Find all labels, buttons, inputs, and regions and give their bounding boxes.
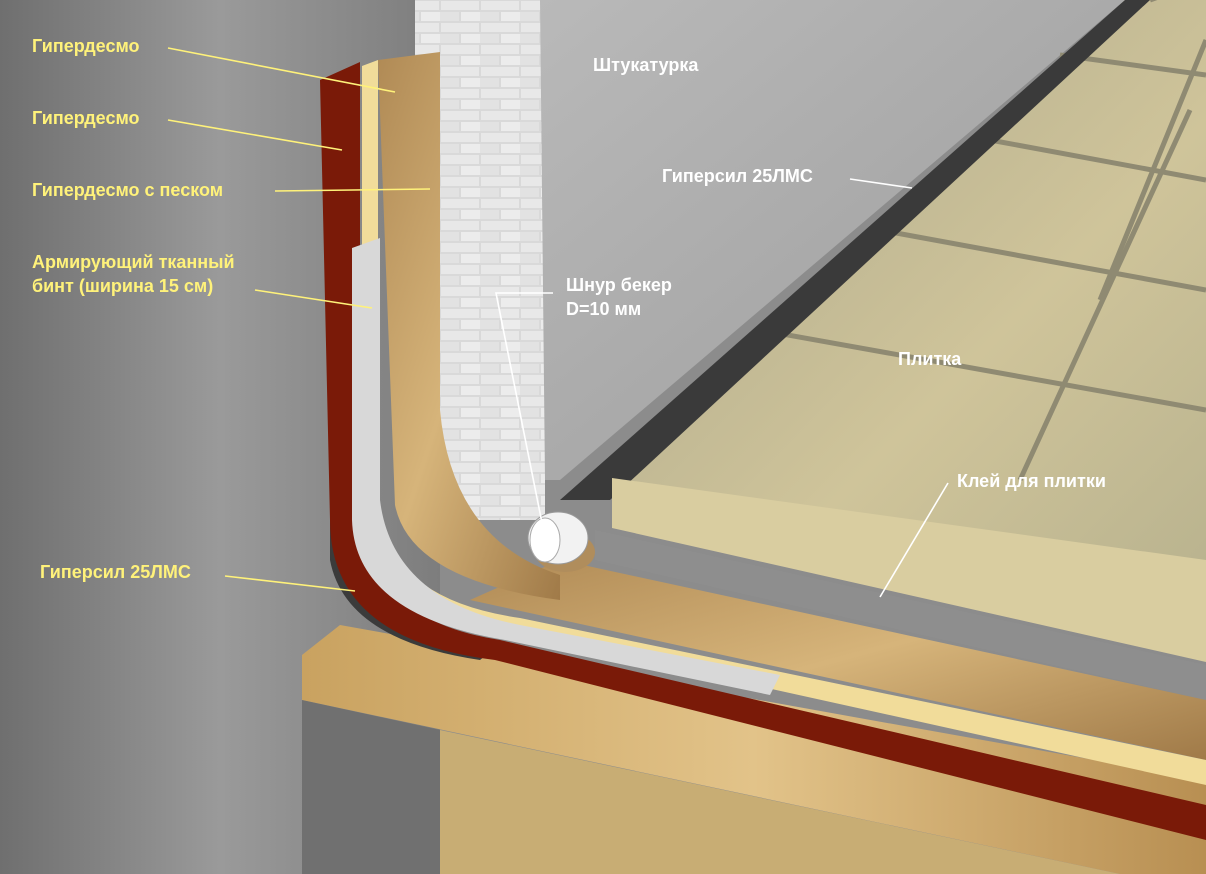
- label-tile-adhesive: Клей для плитки: [957, 471, 1106, 491]
- label-hypersil-right: Гиперсил 25ЛМС: [662, 166, 813, 186]
- leader-hypersil-right: [849, 178, 913, 189]
- label-hyperdesmo-2: Гипердесмо: [32, 108, 140, 128]
- label-tile: Плитка: [898, 349, 962, 369]
- slab-front: [440, 730, 1120, 874]
- label-bandage-line2: бинт (ширина 15 см): [32, 276, 213, 296]
- leader-tile-adhesive: [879, 482, 949, 598]
- leader-cord: [495, 292, 553, 539]
- leader-hyperdesmo-1: [167, 47, 396, 93]
- tile-slab: [612, 478, 1206, 662]
- label-hyperdesmo-1: Гипердесмо: [32, 36, 140, 56]
- label-hyperdesmo-sand: Гипердесмо с песком: [32, 180, 223, 200]
- sand-screed-floor: [470, 560, 1206, 760]
- leader-bandage: [254, 289, 373, 309]
- plaster-wall: [540, 0, 1125, 480]
- label-cord-line2: D=10 мм: [566, 299, 641, 319]
- label-bandage-line1: Армирующий тканный: [32, 252, 235, 272]
- label-hypersil-left: Гиперсил 25ЛМС: [40, 562, 191, 582]
- tile-joints: [759, 0, 1206, 482]
- slab-underside: [302, 700, 440, 874]
- label-plaster: Штукатурка: [593, 55, 699, 75]
- tile-adhesive-layer: [595, 530, 1206, 700]
- leader-hypersil-left: [224, 575, 356, 592]
- label-cord-line1: Шнур бекер: [566, 275, 672, 295]
- backer-cord: [527, 511, 589, 565]
- leader-hyperdesmo-sand: [274, 188, 431, 192]
- concrete-slab: [302, 625, 1206, 874]
- sealant-strip-wall: [560, 0, 1150, 500]
- leader-hyperdesmo-2: [167, 119, 343, 151]
